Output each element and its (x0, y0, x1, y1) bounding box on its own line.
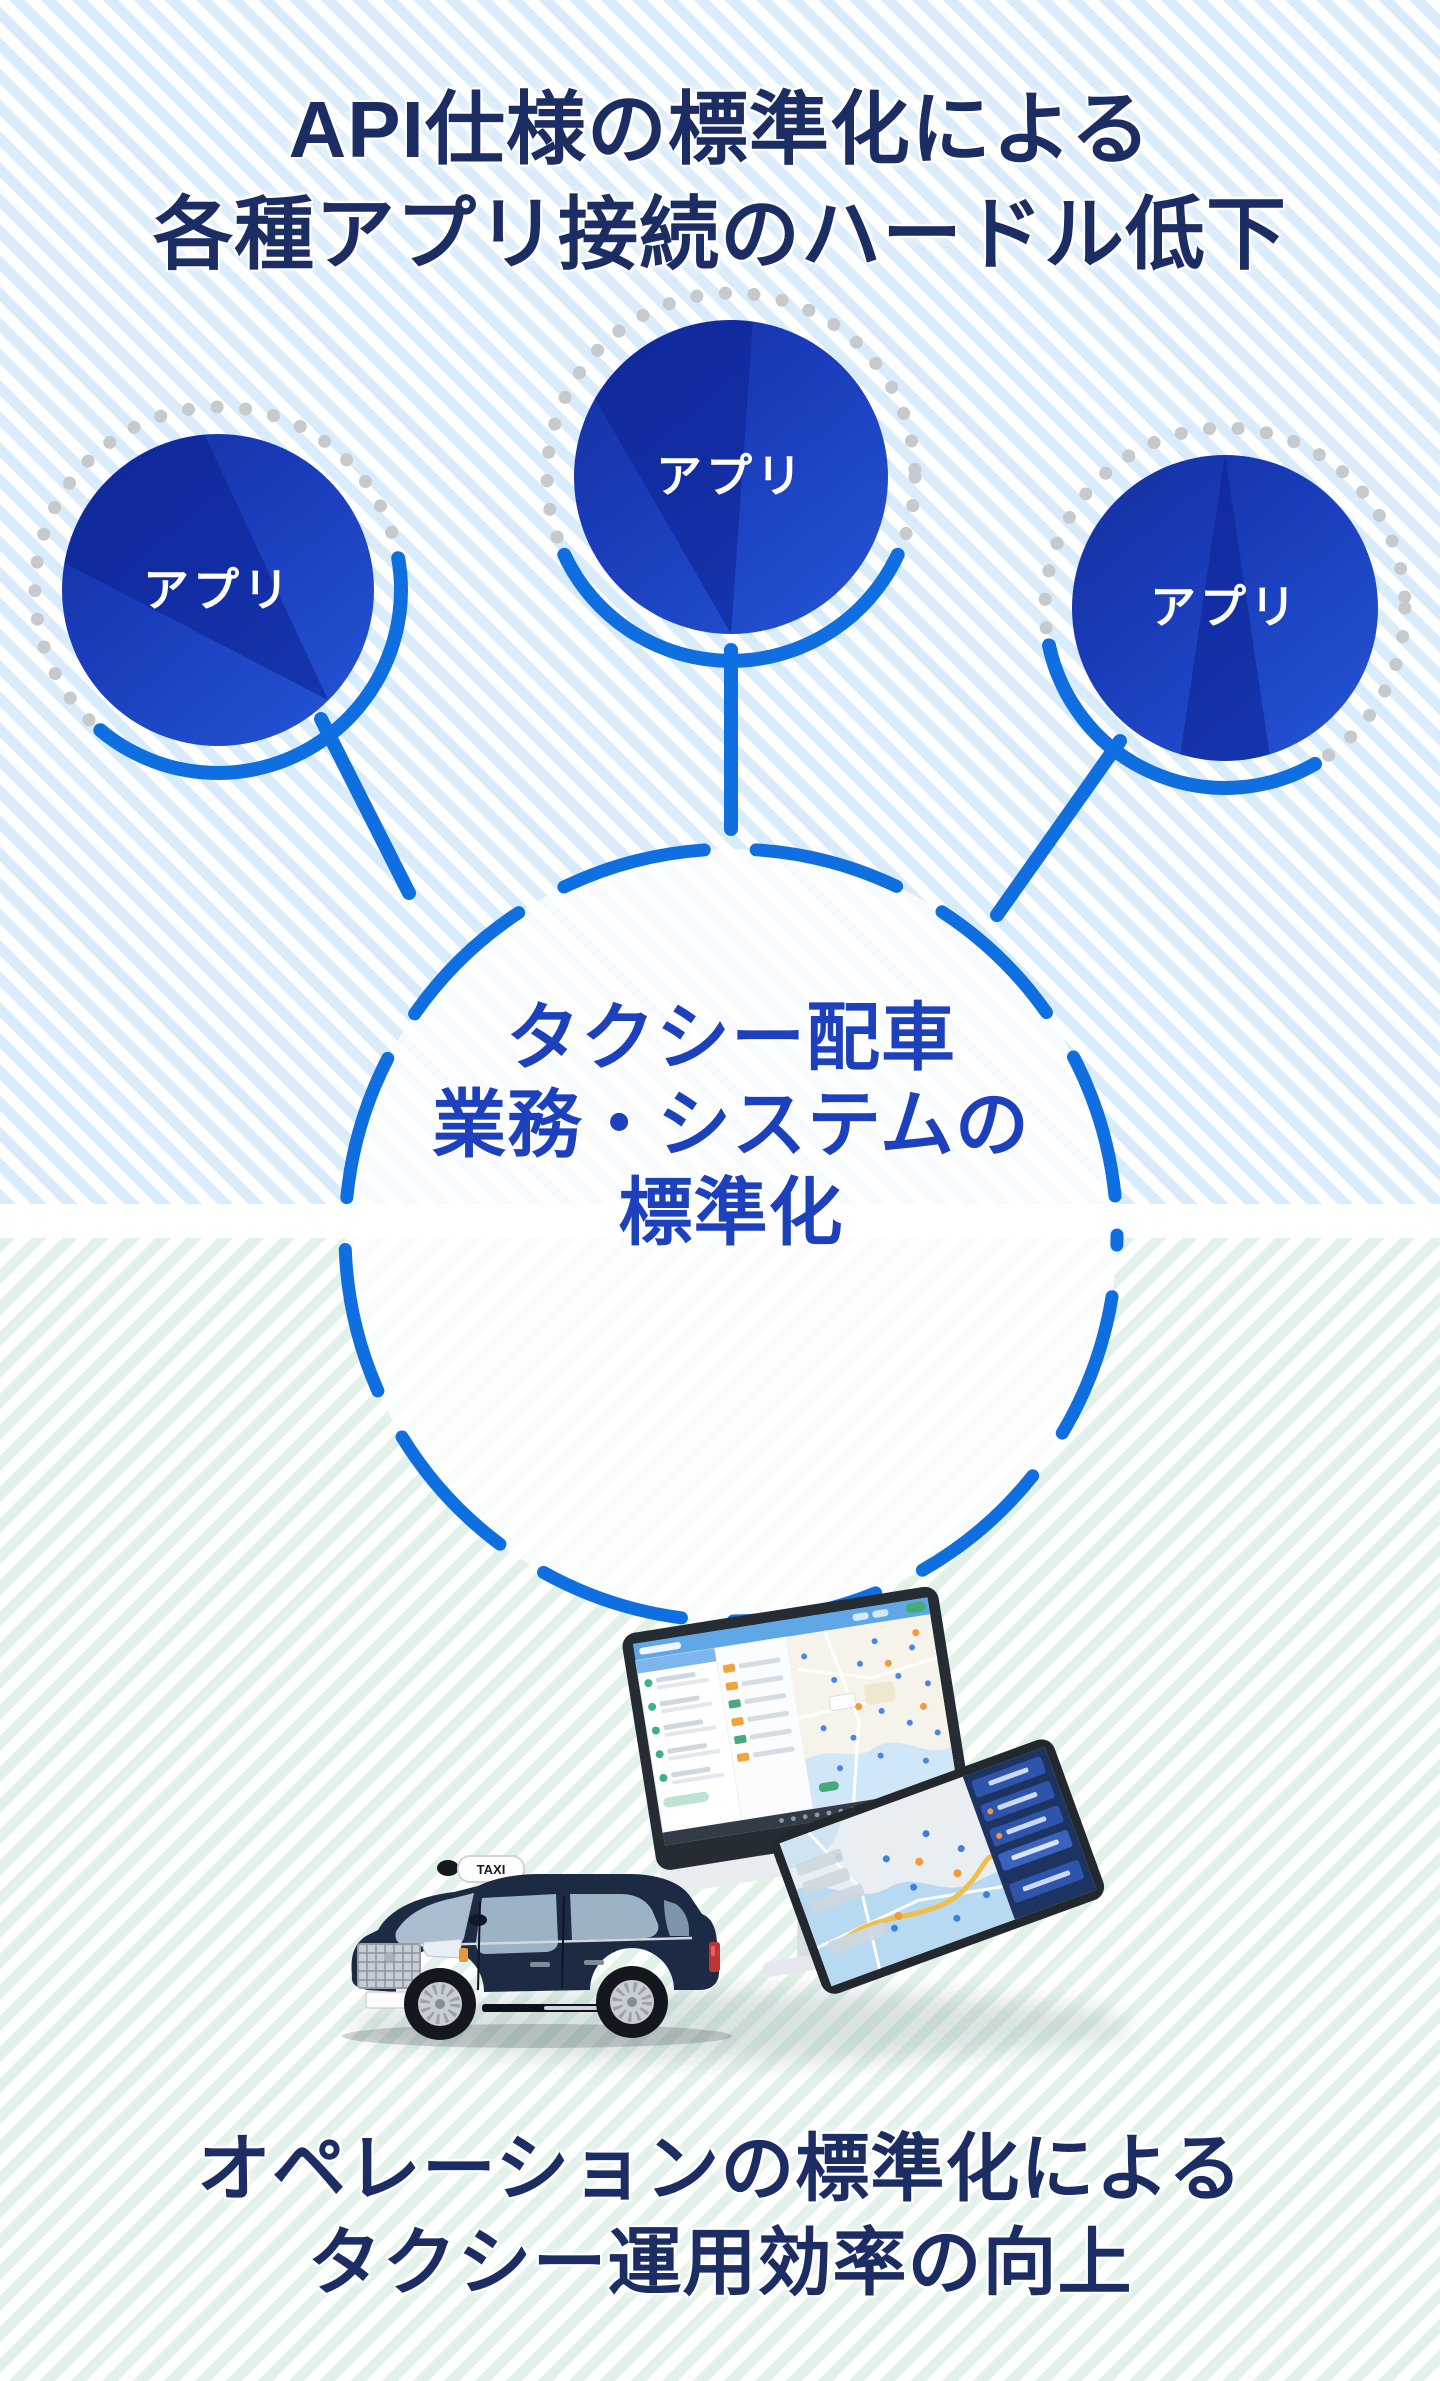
taxi-door-seam-1 (561, 1895, 565, 1989)
taxi-emblem (384, 1952, 394, 1962)
app-circle-middle-wedge (595, 319, 753, 634)
taxi-door-handle-2 (584, 1960, 604, 1965)
monitor-map-dots-blue (801, 1638, 941, 1772)
taxi-indicator (459, 1948, 468, 1962)
app-circle-middle (574, 319, 888, 634)
app-circle-right-label: アプリ (1150, 581, 1300, 633)
tablet-route-line (836, 1854, 995, 1947)
connector-line-right (990, 734, 1127, 922)
bottom-headline-line1: オペレーションの標準化による (196, 2127, 1244, 2210)
driver-tablet (771, 1739, 1105, 1994)
monitor-app-header (633, 1597, 931, 1661)
taxi-tail-light-glint (711, 1946, 715, 1956)
top-headline-line2: 各種アプリ接続のハードル低下 (153, 189, 1287, 279)
tablet-left-buttons (795, 1848, 888, 1955)
tablet-panel-buttons (971, 1756, 1084, 1903)
taxi-roof-sign-label: TAXI (477, 1862, 506, 1877)
central-circle-line1: タクシー配車 (506, 996, 956, 1079)
taxi-quarter-window (664, 1900, 689, 1936)
taxi-rear-window (570, 1894, 659, 1940)
monitor-header-pill-1 (852, 1612, 869, 1621)
monitor-map-chip-green (818, 1781, 839, 1793)
dispatch-monitor (622, 1586, 976, 1977)
connector-arc-right (1042, 638, 1322, 795)
top-headline: API仕様の標準化による 各種アプリ接続のハードル低下 (0, 78, 1440, 288)
monitor-map-park (863, 1681, 896, 1705)
app-circle-middle-label: アプリ (656, 450, 806, 502)
bottom-headline-line2: タクシー運用効率の向上 (307, 2220, 1133, 2304)
connector-line-left (314, 712, 416, 900)
monitor-sidebar-rows (644, 1671, 724, 1808)
tablet-map-water2 (779, 1821, 841, 1869)
taxi-rear-wheel (596, 1966, 668, 2038)
central-circle-line2: 業務・システムの (432, 1083, 1030, 1167)
monitor-app-logo (639, 1642, 681, 1655)
monitor-map-water (805, 1742, 958, 1809)
taxi-headlight (422, 1938, 463, 1959)
diagram-canvas (28, 286, 1412, 1628)
taxi-door-seam-2 (477, 1901, 481, 1991)
monitor-map-popup (828, 1692, 857, 1712)
taxi-illustration: TAXI (342, 1855, 732, 2048)
bottom-headline: オペレーションの標準化による タクシー運用効率の向上 (0, 2122, 1440, 2310)
connector-arc-left (93, 551, 408, 780)
app-circle-left (62, 434, 374, 746)
tablet-map-dots-orange (894, 1857, 962, 1921)
central-circle-text: タクシー配車 業務・システムの 標準化 (351, 994, 1111, 1256)
app-circle-left-label: アプリ (143, 564, 293, 616)
app-circle-left-wedge (64, 434, 329, 701)
monitor-header-pill-green (905, 1601, 926, 1614)
illustration: TAXI (342, 1586, 1130, 2062)
taxi-tail-light (709, 1942, 720, 1972)
taxi-mirror (469, 1914, 487, 1926)
taxi-door-handle-1 (530, 1962, 550, 1967)
app-circle-right-wedge (1180, 455, 1270, 761)
monitor-map-dots-orange (855, 1629, 927, 1711)
central-circle-line3: 標準化 (618, 1170, 844, 1254)
taxi-shadow (342, 2024, 732, 2048)
taxi-grille (357, 1943, 421, 1989)
tablet-map-dots-blue (835, 1830, 991, 1932)
app-circle-right (1072, 455, 1378, 761)
taxi-roof-ornament (437, 1860, 459, 1876)
top-headline-line1: API仕様の標準化による (288, 85, 1152, 174)
taxi-windshield (395, 1893, 474, 1947)
monitor-sidebar-header (635, 1648, 717, 1674)
monitor-list-rows (722, 1657, 795, 1762)
monitor-header-pill-2 (872, 1609, 889, 1618)
taxi-front-wheel (404, 1968, 476, 2040)
taxi-front-window (475, 1894, 558, 1954)
